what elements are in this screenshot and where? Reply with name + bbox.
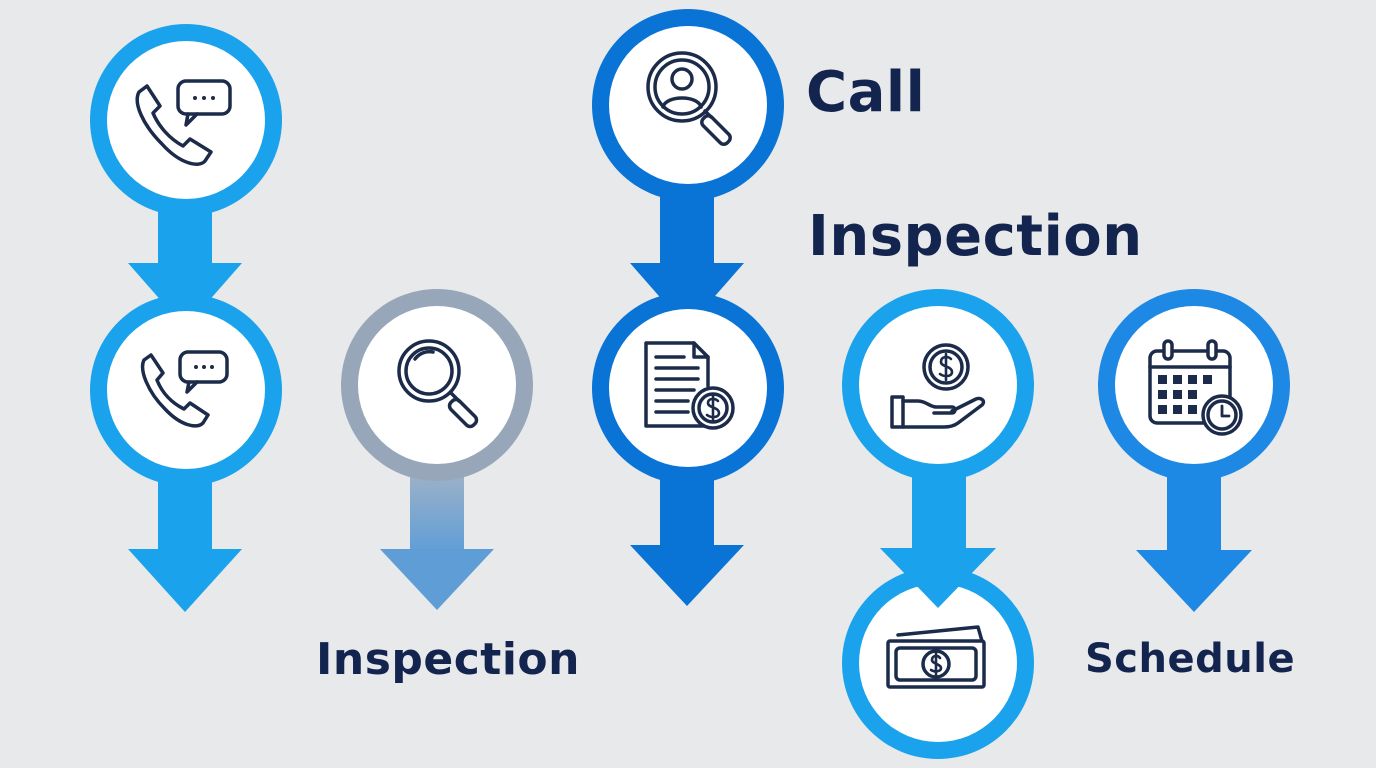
arrow-schedule-down	[1136, 470, 1252, 612]
node-invoice	[592, 292, 784, 484]
label-inspection-top: Inspection	[808, 204, 1143, 269]
arrow-invoice-down	[630, 470, 744, 606]
label-inspection-bottom: Inspection	[316, 634, 580, 685]
node-cash	[842, 567, 1034, 759]
magnifier-icon	[397, 339, 479, 429]
arrow-search-down	[380, 470, 494, 610]
hand-coin-icon	[890, 343, 986, 429]
label-schedule: Schedule	[1085, 636, 1296, 682]
invoice-dollar-icon	[644, 341, 735, 430]
label-call: Call	[806, 60, 926, 125]
node-payment	[842, 289, 1034, 481]
node-search	[341, 289, 533, 481]
arrow-head-into-cash	[880, 548, 996, 608]
node-schedule	[1098, 289, 1290, 481]
arrow-call-second-down	[128, 470, 242, 612]
node-find-person	[592, 9, 784, 201]
phone-chat-icon	[141, 350, 229, 428]
phone-chat-icon	[135, 79, 232, 166]
calendar-clock-icon	[1148, 339, 1243, 436]
banknote-icon	[886, 625, 986, 689]
person-search-icon	[646, 51, 732, 146]
